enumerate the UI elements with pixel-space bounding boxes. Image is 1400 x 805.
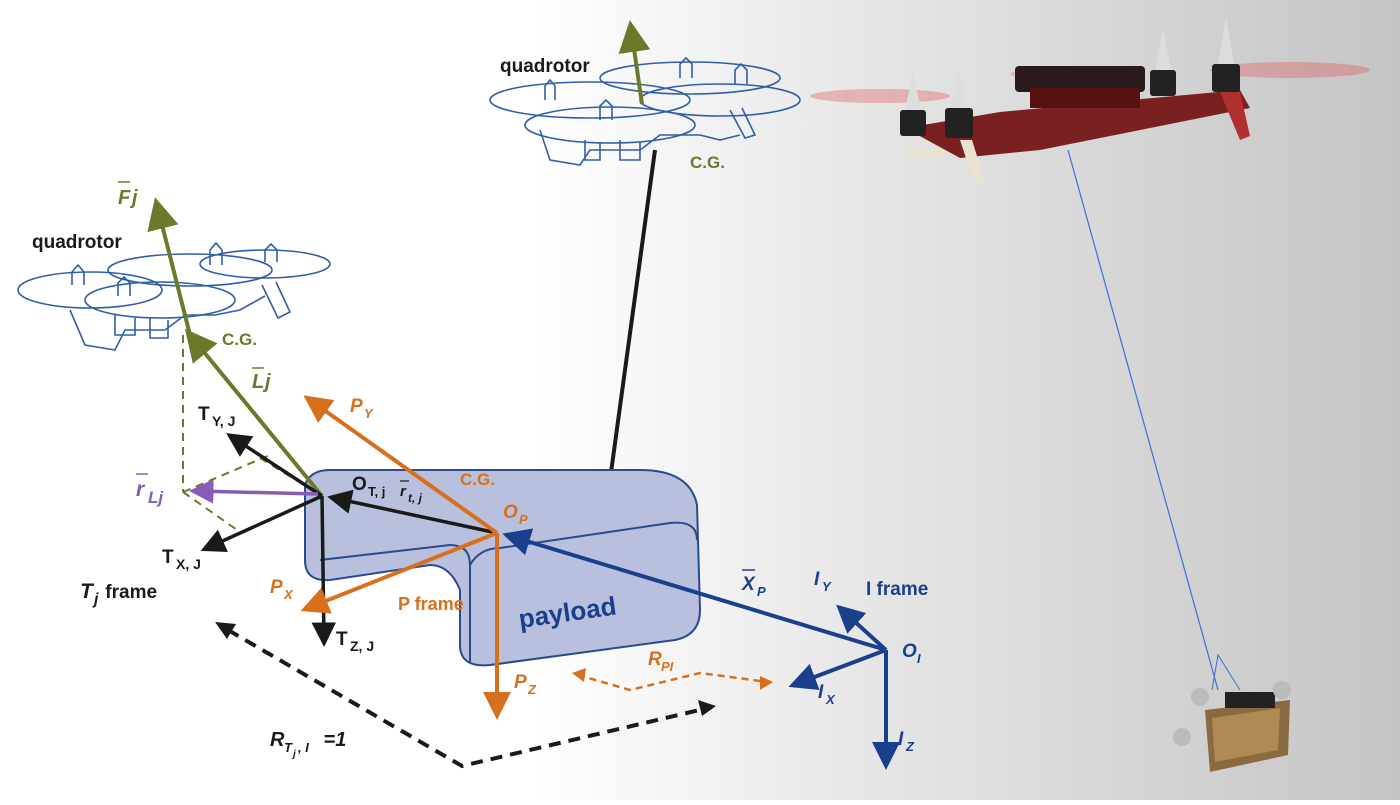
tether-top xyxy=(608,149,657,481)
TYJ-letter: T xyxy=(198,404,210,425)
cg-payload-label: C.G. xyxy=(460,470,495,489)
XP-label: X P xyxy=(741,569,766,599)
IX-sub: X xyxy=(825,692,836,707)
IZ-sub: Z xyxy=(905,739,915,754)
IY-label: I Y xyxy=(814,569,832,594)
Fj-sub: j xyxy=(129,187,138,209)
PX-sub: X xyxy=(283,587,294,602)
OTj-letter: O xyxy=(352,474,367,495)
rtj-sub: t, j xyxy=(408,491,423,505)
RPI-arrowhead-left xyxy=(572,668,586,682)
RTjI-subsub: j xyxy=(291,749,296,760)
cg-top-label: C.G. xyxy=(690,153,725,172)
TXJ-sub: X, J xyxy=(176,556,201,572)
Fj-letter: F xyxy=(118,187,131,209)
TZJ-letter: T xyxy=(336,629,348,650)
I-frame-label: I frame xyxy=(866,579,928,600)
RPI-label: R PI xyxy=(648,649,674,674)
Fj-label: F j xyxy=(118,181,138,209)
Tj-frame-label: T j frame xyxy=(80,580,157,608)
RTjI-sub: T xyxy=(284,740,293,755)
RPI-arrowhead-right xyxy=(760,676,773,690)
IY-sub: Y xyxy=(822,579,832,594)
rtj-label: r t, j xyxy=(400,480,423,505)
TZJ-sub: Z, J xyxy=(350,638,374,654)
photo-quadrotor xyxy=(810,18,1370,185)
rLj-letter: r xyxy=(136,478,146,501)
Tj-frame-T: T xyxy=(80,580,95,603)
PX-letter: P xyxy=(270,577,283,598)
quadrotor-left-drawing xyxy=(17,241,331,351)
TYJ-label: T Y, J xyxy=(198,404,235,429)
RPI-dashed-arrow xyxy=(577,671,769,692)
P-frame-axes xyxy=(300,395,511,720)
rtj-letter: r xyxy=(400,483,407,500)
IZ-label: I Z xyxy=(898,729,915,754)
PZ-letter: P xyxy=(514,672,527,693)
RTjI-letter: R xyxy=(270,729,285,751)
quadrotor-top-drawing xyxy=(489,56,801,166)
RTjI-dashed-arrow xyxy=(226,628,709,769)
Tj-frame-axes xyxy=(200,433,337,647)
rtj-vector xyxy=(327,489,498,535)
rLj-label: r Lj xyxy=(136,473,164,507)
RPI-sub: PI xyxy=(661,659,674,674)
RPI-letter: R xyxy=(648,649,662,670)
PZ-sub: Z xyxy=(527,682,537,697)
TZJ-label: T Z, J xyxy=(336,629,374,654)
Lj-label: L j xyxy=(252,367,271,393)
TXJ-letter: T xyxy=(162,547,174,568)
Fj-vector xyxy=(147,197,192,336)
PZ-label: P Z xyxy=(514,672,537,697)
PY-sub: Y xyxy=(364,406,374,421)
TXJ-label: T X, J xyxy=(162,547,201,572)
Lj-sub: j xyxy=(262,371,271,393)
XP-sub: P xyxy=(757,584,766,599)
IY-letter: I xyxy=(814,569,820,590)
TYJ-sub: Y, J xyxy=(212,413,235,429)
OP-letter: O xyxy=(503,502,518,523)
RTjI-label: R T j , I =1 xyxy=(270,729,346,760)
payload-box[interactable] xyxy=(304,469,702,667)
IZ-letter: I xyxy=(898,729,904,750)
I-frame-axes xyxy=(502,528,900,770)
RTjI-sub2: , I xyxy=(297,740,309,755)
RTjI-eq: =1 xyxy=(318,729,346,751)
IX-label: I X xyxy=(818,682,836,707)
photo-tether xyxy=(1067,149,1219,691)
Lj-vector xyxy=(184,328,324,498)
rLj-sub: Lj xyxy=(148,488,164,507)
OI-letter: O xyxy=(902,641,917,662)
IX-letter: I xyxy=(818,682,824,703)
photo-payload xyxy=(1173,653,1291,772)
XP-letter: X xyxy=(741,574,756,595)
P-frame-label: P frame xyxy=(398,594,464,614)
cg-left-label: C.G. xyxy=(222,330,257,349)
PX-label: P X xyxy=(270,577,294,602)
RTjI-arrowhead-left xyxy=(215,622,236,639)
OP-label: O P xyxy=(503,502,528,527)
rLj-vector xyxy=(189,479,319,504)
thrust-arrow-top xyxy=(618,20,651,105)
OI-sub: I xyxy=(917,651,921,666)
quadrotor-left-label: quadrotor xyxy=(32,232,122,253)
OI-label: O I xyxy=(902,641,921,666)
OP-sub: P xyxy=(519,512,528,527)
OTj-label: O T, j xyxy=(352,474,385,499)
quadrotor-top-label: quadrotor xyxy=(500,56,590,77)
RTjI-arrowhead-right xyxy=(698,700,716,716)
Lj-letter: L xyxy=(252,371,264,393)
Tj-frame-word: frame xyxy=(100,582,157,603)
Tj-frame-sub: j xyxy=(92,591,99,608)
OTj-sub: T, j xyxy=(368,484,385,499)
PY-letter: P xyxy=(350,396,363,417)
PY-label: P Y xyxy=(350,396,374,421)
